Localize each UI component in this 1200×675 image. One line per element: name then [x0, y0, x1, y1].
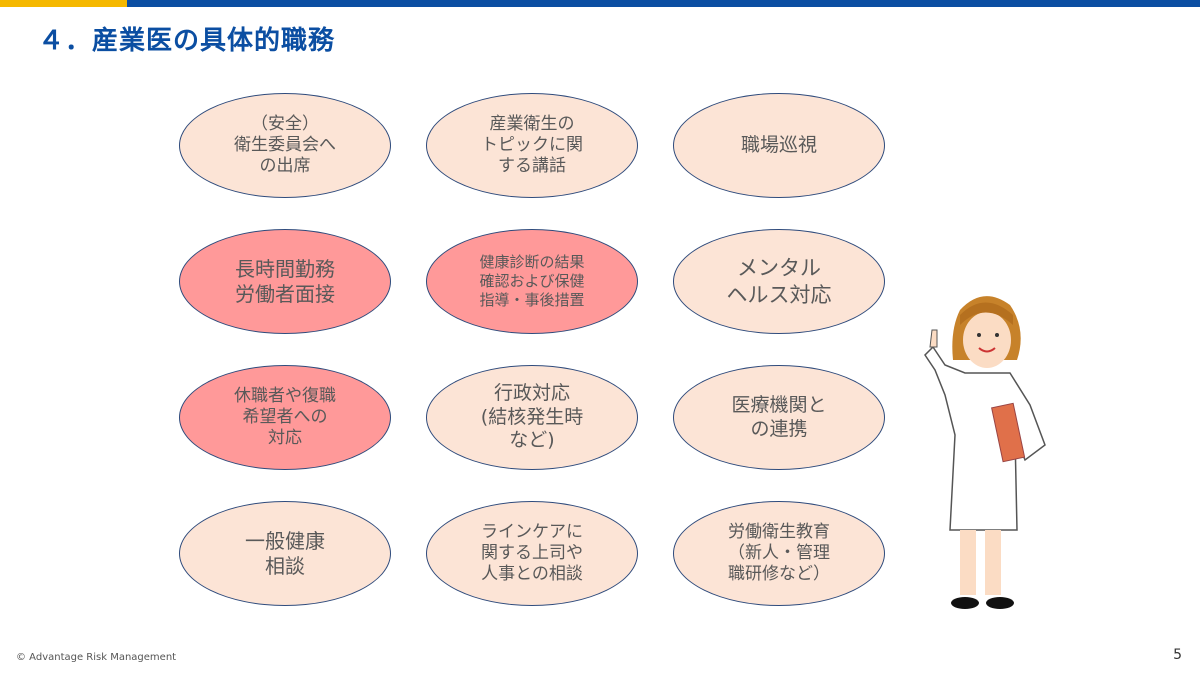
accent-bar-blue: [127, 0, 1200, 7]
duty-ellipse: 休職者や復職 希望者への 対応: [179, 365, 391, 470]
duty-ellipse: 職場巡視: [673, 93, 885, 198]
accent-bar-yellow: [0, 0, 127, 7]
duty-ellipse: 長時間勤務 労働者面接: [179, 229, 391, 334]
duty-ellipse: 行政対応 (結核発生時 など): [426, 365, 638, 470]
page-number: 5: [1173, 647, 1182, 663]
duty-ellipse: 産業衛生の トピックに関 する講話: [426, 93, 638, 198]
duty-ellipse: （安全） 衛生委員会へ の出席: [179, 93, 391, 198]
duty-ellipse: ラインケアに 関する上司や 人事との相談: [426, 501, 638, 606]
duty-ellipse: 労働衛生教育 （新人・管理 職研修など）: [673, 501, 885, 606]
slide-title: ４．産業医の具体的職務: [38, 26, 336, 56]
duty-ellipse: 医療機関と の連携: [673, 365, 885, 470]
duty-ellipse: 一般健康 相談: [179, 501, 391, 606]
duty-ellipse: 健康診断の結果 確認および保健 指導・事後措置: [426, 229, 638, 334]
copyright-footer: © Advantage Risk Management: [16, 652, 177, 663]
duty-ellipse: メンタル ヘルス対応: [673, 229, 885, 334]
doctor-illustration: [924, 296, 1046, 609]
